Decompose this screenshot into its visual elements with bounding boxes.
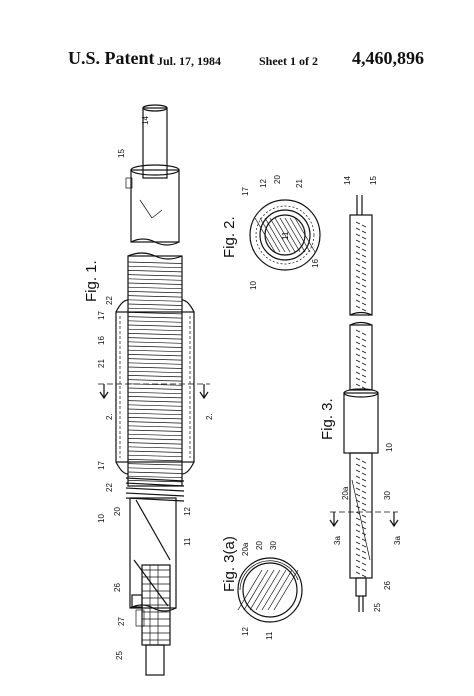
ref-17-fig1-bottom: 17 xyxy=(97,461,106,470)
ref-30-fig3a: 30 xyxy=(269,541,278,550)
ref-30-fig3: 30 xyxy=(383,491,392,500)
fig3a-title: Fig. 3(a) xyxy=(221,536,238,592)
ref-27-fig1: 27 xyxy=(117,617,126,626)
sheet-number: Sheet 1 of 2 xyxy=(259,54,318,68)
fig3-coupling xyxy=(343,392,379,454)
ref-12-fig3a: 12 xyxy=(241,627,250,636)
ref-10-fig1: 10 xyxy=(97,514,106,523)
ref-11-fig1: 11 xyxy=(183,537,192,546)
ref-14-fig1: 14 xyxy=(141,116,150,125)
patent-number: 4,460,896 xyxy=(352,48,424,68)
ref-25-fig3: 25 xyxy=(373,603,382,612)
section-mark-2-left: 2. xyxy=(105,413,114,420)
ref-21-fig1: 21 xyxy=(97,359,106,368)
fig1-jacket-21 xyxy=(115,311,195,463)
patent-date: Jul. 17, 1984 xyxy=(157,54,222,68)
fig2-title: Fig. 2. xyxy=(221,216,238,258)
ref-10-fig3: 10 xyxy=(385,443,394,452)
fig2-drawing xyxy=(249,199,321,271)
ref-20-fig1: 20 xyxy=(113,507,122,516)
fig3a-drawing xyxy=(237,557,303,623)
fig3-title: Fig. 3. xyxy=(319,398,336,440)
ref-20-fig2: 20 xyxy=(273,175,282,184)
section-mark-3a-left: 3a xyxy=(333,536,342,545)
ref-12-fig2: 12 xyxy=(259,179,268,188)
section-mark-3a-right: 3a xyxy=(393,536,402,545)
fig2-outer-ring xyxy=(249,199,321,271)
ref-25-fig1: 25 xyxy=(115,651,124,660)
fig3a-outer xyxy=(237,557,303,623)
ref-12-fig1: 12 xyxy=(183,507,192,516)
ref-22-fig1-top: 22 xyxy=(105,296,114,305)
ref-17-fig1-top: 17 xyxy=(97,311,106,320)
fig1-tube-11 xyxy=(129,497,177,609)
ref-17-fig2: 17 xyxy=(241,187,250,196)
ref-20-fig3a: 20 xyxy=(255,541,264,550)
fig3-upper-tube xyxy=(349,214,373,316)
section-mark-2-right: 2. xyxy=(205,413,214,420)
fig3-lower-tube xyxy=(349,452,373,579)
fig1-sleeve-15 xyxy=(130,169,180,243)
ref-15-fig3: 15 xyxy=(369,176,378,185)
ref-16-fig2: 16 xyxy=(311,259,320,268)
fig1-drawing xyxy=(98,104,210,676)
ref-26-fig3: 26 xyxy=(383,581,392,590)
ref-16-fig1: 16 xyxy=(97,336,106,345)
ref-20a-fig3a: 20a xyxy=(241,542,250,556)
ref-11-fig3a: 11 xyxy=(265,631,274,640)
ref-11-fig2: 11 xyxy=(281,231,290,240)
fig1-rod-14 xyxy=(142,107,168,179)
ref-14-fig3: 14 xyxy=(343,176,352,185)
ref-20a-fig3: 20a xyxy=(341,486,350,500)
fig1-corrugated-tube xyxy=(127,255,183,487)
ref-26-fig1: 26 xyxy=(113,583,122,592)
ref-21-fig2: 21 xyxy=(295,179,304,188)
ref-22-fig1-bottom: 22 xyxy=(105,483,114,492)
patent-label: U.S. Patent xyxy=(68,48,155,68)
fig3-drawing xyxy=(329,195,399,612)
fig1-title: Fig. 1. xyxy=(83,260,100,302)
ref-15-fig1: 15 xyxy=(117,149,126,158)
ref-10-fig2: 10 xyxy=(249,281,258,290)
